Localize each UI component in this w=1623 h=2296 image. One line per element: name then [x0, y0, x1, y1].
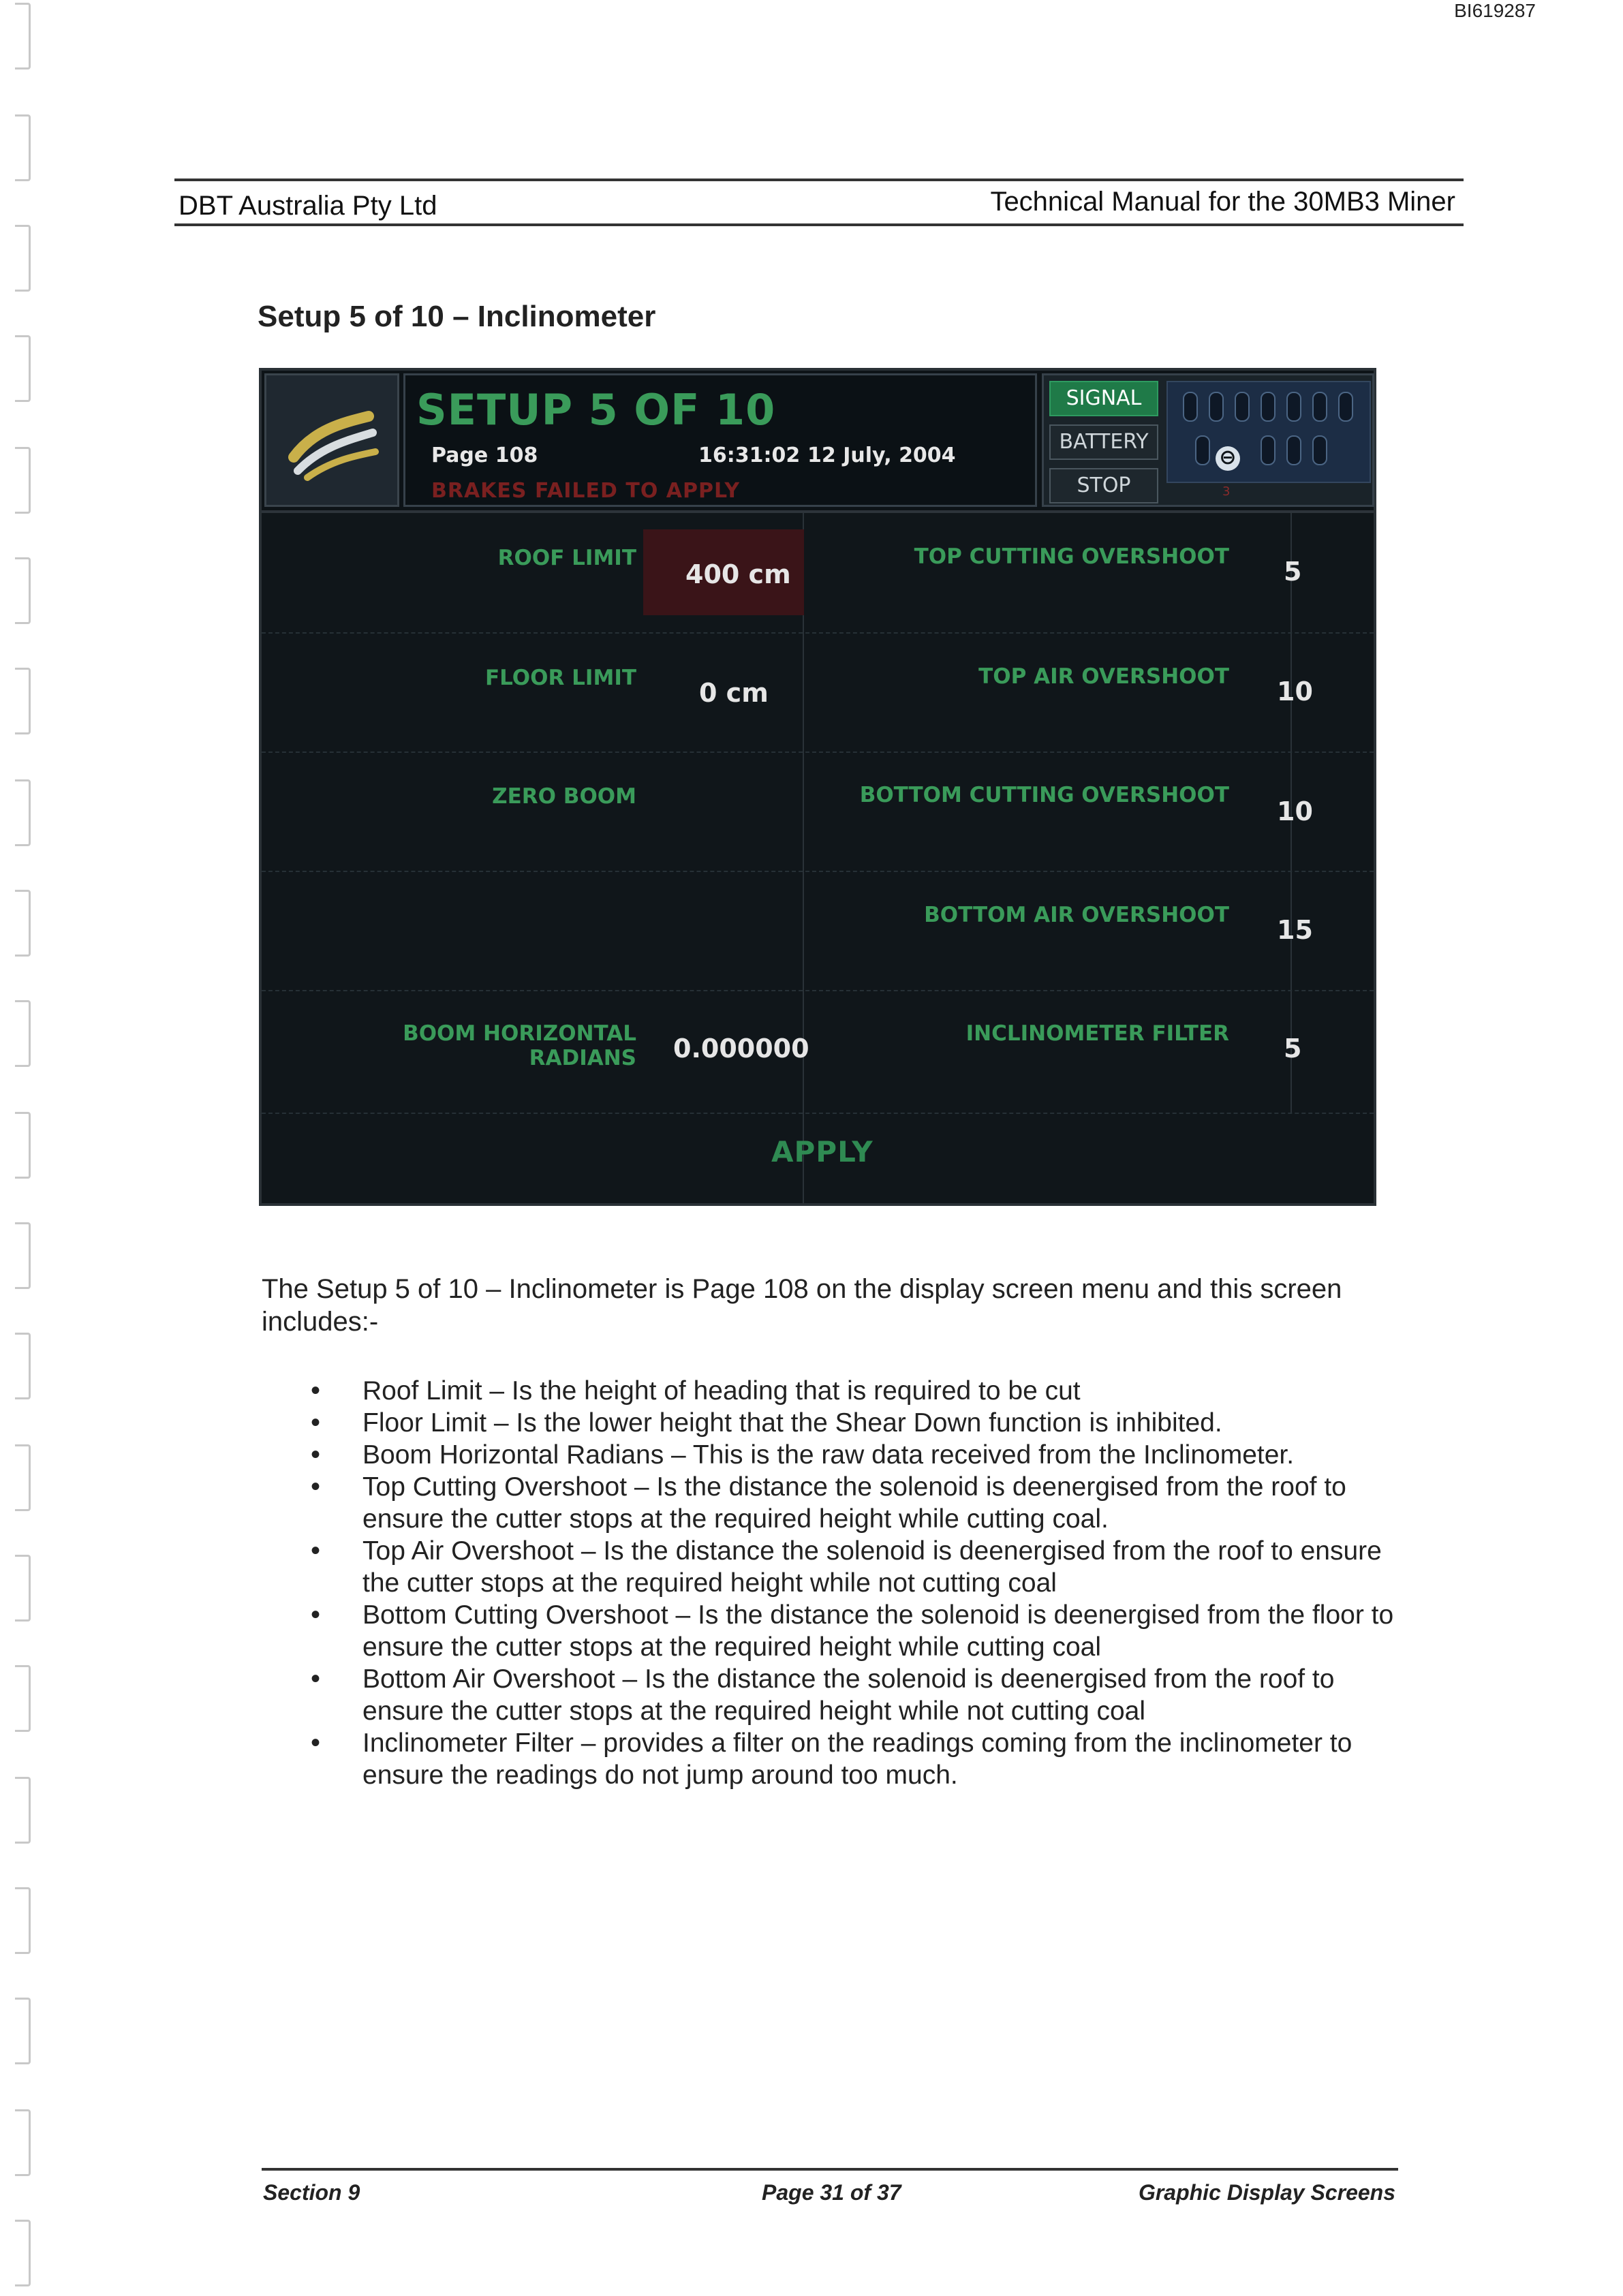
status-panel: SIGNAL BATTERY STOP ⊖ 3 — [1042, 373, 1374, 507]
screen-page-number: Page 108 — [431, 444, 538, 467]
list-item: Boom Horizontal Radians – This is the ra… — [311, 1439, 1401, 1471]
list-item: Inclinometer Filter – provides a filter … — [311, 1727, 1401, 1791]
top-air-overshoot-label: TOP AIR OVERSHOOT — [978, 664, 1229, 689]
minus-badge-icon: ⊖ — [1216, 446, 1240, 471]
roof-limit-value[interactable]: 400 cm — [685, 559, 791, 589]
signal-button[interactable]: SIGNAL — [1049, 381, 1158, 416]
roof-limit-label: ROOF LIMIT — [497, 546, 636, 570]
top-air-overshoot-value[interactable]: 10 — [1277, 677, 1313, 707]
page-footer: Section 9 Page 31 of 37 Graphic Display … — [262, 2168, 1398, 2212]
footer-chapter: Graphic Display Screens — [1138, 2180, 1395, 2205]
manual-title: Technical Manual for the 30MB3 Miner — [990, 187, 1455, 217]
roof-limit-highlight — [643, 529, 804, 615]
list-item: Floor Limit – Is the lower height that t… — [311, 1407, 1401, 1439]
inclinometer-filter-value[interactable]: 5 — [1284, 1034, 1302, 1064]
grille-label: 3 — [1222, 484, 1231, 499]
bottom-air-overshoot-value[interactable]: 15 — [1277, 915, 1313, 945]
section-heading: Setup 5 of 10 – Inclinometer — [258, 300, 656, 333]
apply-button[interactable]: APPLY — [771, 1135, 874, 1168]
radio-grille-icon: ⊖ — [1166, 381, 1371, 483]
bottom-cutting-overshoot-label: BOTTOM CUTTING OVERSHOOT — [859, 783, 1229, 807]
bottom-cutting-overshoot-value[interactable]: 10 — [1277, 796, 1313, 826]
top-cutting-overshoot-value[interactable]: 5 — [1284, 557, 1302, 587]
footer-page: Page 31 of 37 — [762, 2180, 901, 2205]
screen-title: SETUP 5 OF 10 — [416, 385, 776, 435]
boom-horizontal-radians-value: 0.000000 — [673, 1034, 809, 1064]
hmi-title-area: SETUP 5 OF 10 Page 108 16:31:02 12 July,… — [403, 373, 1037, 507]
hmi-settings-area: ROOF LIMIT 400 cm FLOOR LIMIT 0 cm ZERO … — [262, 513, 1374, 1203]
list-item: Bottom Air Overshoot – Is the distance t… — [311, 1663, 1401, 1727]
page-header: DBT Australia Pty Ltd Technical Manual f… — [174, 179, 1464, 226]
floor-limit-value[interactable]: 0 cm — [699, 678, 769, 708]
top-cutting-overshoot-label: TOP CUTTING OVERSHOOT — [914, 544, 1229, 569]
stop-button[interactable]: STOP — [1049, 468, 1158, 503]
screen-time: 16:31:02 — [698, 444, 801, 467]
intro-paragraph: The Setup 5 of 10 – Inclinometer is Page… — [262, 1274, 1342, 1337]
hmi-screenshot: SETUP 5 OF 10 Page 108 16:31:02 12 July,… — [259, 368, 1376, 1206]
dbt-logo-icon — [264, 373, 399, 507]
battery-button[interactable]: BATTERY — [1049, 424, 1158, 460]
inclinometer-filter-label: INCLINOMETER FILTER — [965, 1021, 1229, 1046]
list-item: Bottom Cutting Overshoot – Is the distan… — [311, 1599, 1401, 1663]
list-item: Top Cutting Overshoot – Is the distance … — [311, 1471, 1401, 1535]
company-name: DBT Australia Pty Ltd — [179, 191, 437, 221]
screen-date: 12 July, 2004 — [807, 444, 956, 467]
field-description-list: Roof Limit – Is the height of heading th… — [311, 1375, 1401, 1791]
brake-warning: BRAKES FAILED TO APPLY — [431, 479, 741, 503]
list-item: Top Air Overshoot – Is the distance the … — [311, 1535, 1401, 1599]
boom-horizontal-radians-label: BOOM HORIZONTAL RADIANS — [403, 1021, 636, 1070]
binder-edge — [0, 0, 41, 2296]
list-item: Roof Limit – Is the height of heading th… — [311, 1375, 1401, 1407]
document-id: BI619287 — [1454, 0, 1536, 21]
bottom-air-overshoot-label: BOTTOM AIR OVERSHOOT — [924, 903, 1229, 927]
hmi-header: SETUP 5 OF 10 Page 108 16:31:02 12 July,… — [262, 371, 1374, 513]
floor-limit-label: FLOOR LIMIT — [484, 666, 636, 690]
footer-section: Section 9 — [263, 2180, 360, 2205]
zero-boom-label[interactable]: ZERO BOOM — [492, 784, 636, 809]
